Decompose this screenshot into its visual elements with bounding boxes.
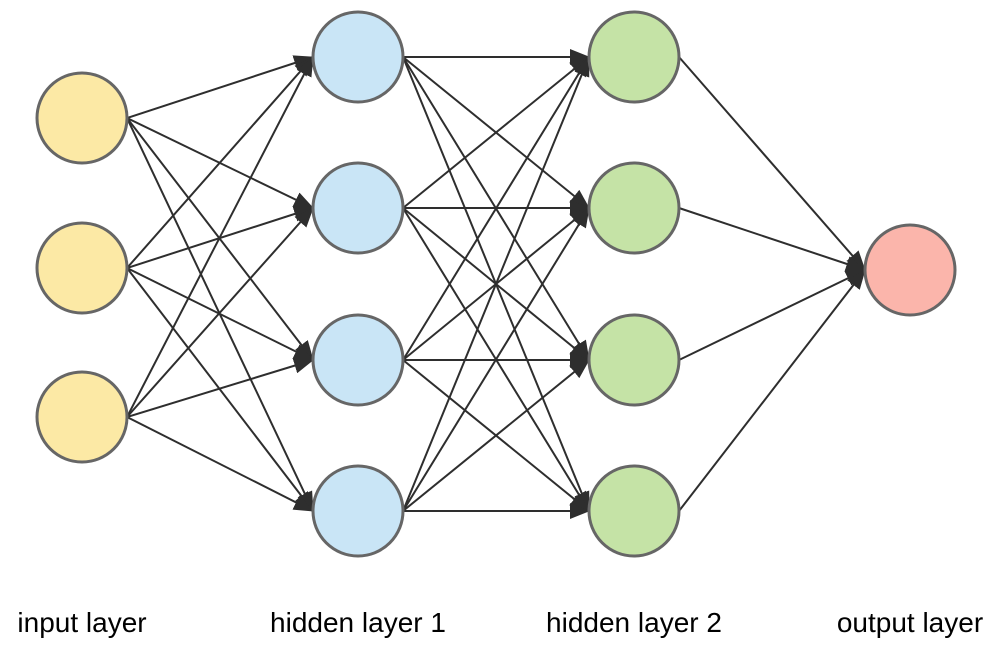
node-hidden2-1	[587, 10, 681, 104]
edge-hidden2-2-to-output-0	[678, 269, 866, 361]
node-hidden2-3	[587, 313, 681, 407]
edge-input-2-to-hidden1-0	[126, 56, 314, 418]
node-input-2	[35, 221, 129, 315]
layer-label-input: input layer	[17, 607, 146, 638]
node-output-1	[863, 223, 957, 317]
node-input-1	[35, 71, 129, 165]
edge-input-2-to-hidden1-1	[126, 207, 314, 418]
edge-input-1-to-hidden1-0	[126, 56, 314, 269]
layer-label-hidden1: hidden layer 1	[270, 607, 446, 638]
edges	[126, 49, 866, 519]
layer-labels: input layer hidden layer 1 hidden layer 2 o…	[17, 607, 983, 638]
edge-hidden2-1-to-output-0	[678, 207, 866, 272]
node-hidden1-1	[311, 10, 405, 104]
edge-hidden2-0-to-output-0	[678, 56, 866, 271]
node-hidden2-4	[587, 464, 681, 558]
edge-input-2-to-hidden1-2	[126, 357, 314, 418]
edge-hidden1-3-to-hidden2-2	[402, 359, 590, 512]
node-hidden1-4	[311, 464, 405, 558]
edge-input-2-to-hidden1-3	[126, 416, 314, 512]
node-hidden2-2	[587, 161, 681, 255]
node-hidden1-2	[311, 161, 405, 255]
edge-input-0-to-hidden1-0	[126, 55, 314, 119]
nodes	[35, 10, 957, 558]
layer-label-output: output layer	[837, 607, 983, 638]
edge-hidden1-1-to-hidden2-0	[402, 56, 590, 209]
node-input-3	[35, 370, 129, 464]
edge-hidden1-2-to-hidden2-0	[402, 56, 590, 361]
edge-hidden2-3-to-output-0	[678, 269, 866, 512]
layer-label-hidden2: hidden layer 2	[546, 607, 722, 638]
node-hidden1-3	[311, 313, 405, 407]
edge-hidden1-3-to-hidden2-0	[402, 56, 590, 512]
edge-hidden1-3-to-hidden2-1	[402, 207, 590, 512]
